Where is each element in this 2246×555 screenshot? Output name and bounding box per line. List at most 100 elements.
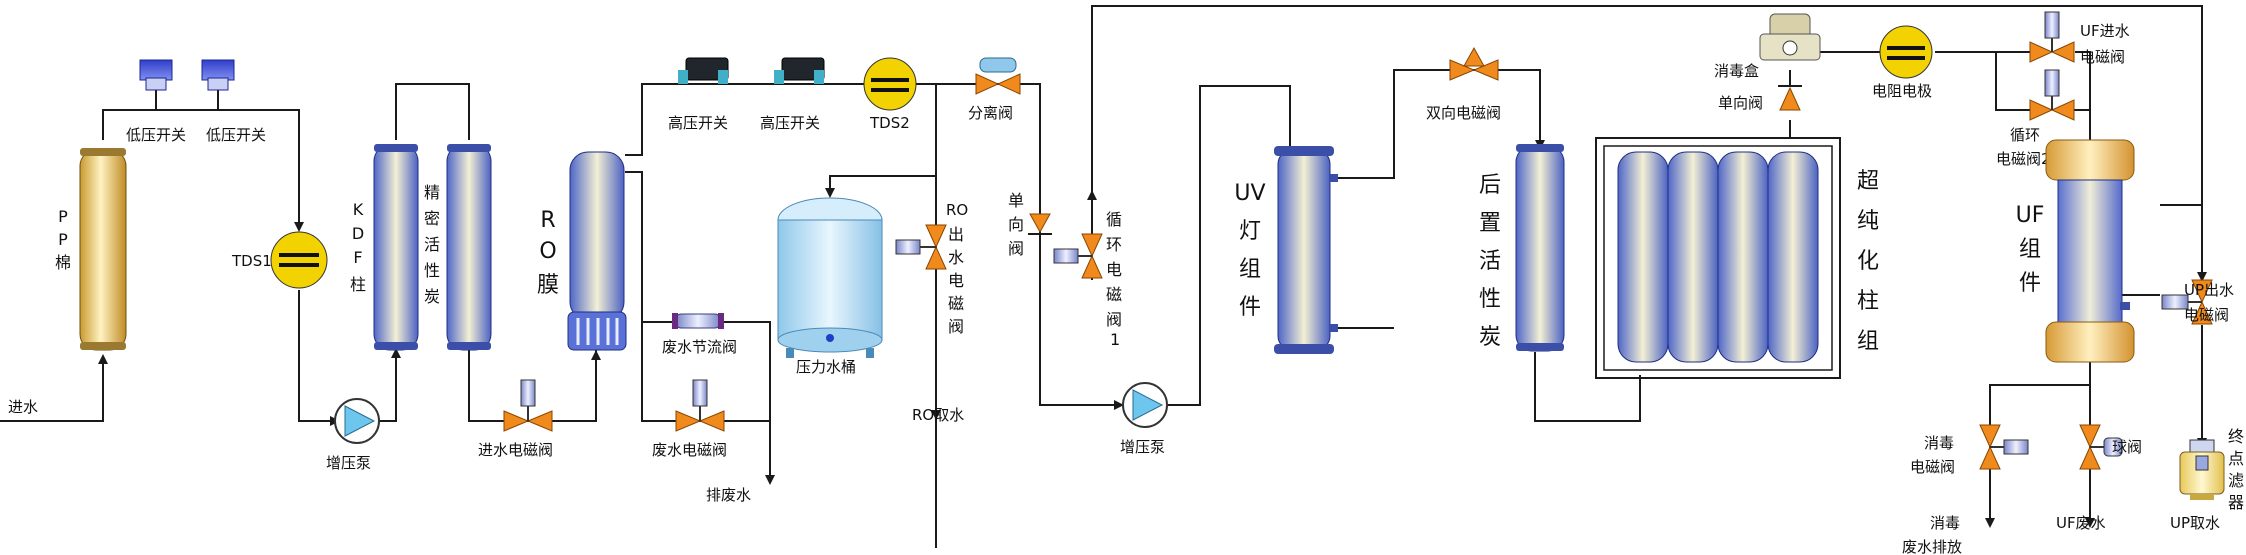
- circulation-solenoid-valve-1[interactable]: [1053, 233, 1103, 279]
- final-point-filter: [2179, 439, 2225, 500]
- inlet-solenoid-valve[interactable]: [503, 379, 553, 432]
- booster-pump-2-label: 增压泵: [1120, 438, 1165, 456]
- inlet-label: 进水: [8, 398, 38, 416]
- low-pressure-switch-1[interactable]: [139, 59, 173, 91]
- ro-outlet-valve-label: 电: [948, 271, 964, 290]
- check-valve-2-label: 单向阀: [1718, 94, 1763, 112]
- booster-pump-1[interactable]: [334, 398, 380, 444]
- kdf-label: F: [353, 248, 362, 267]
- disinfection-solenoid-valve[interactable]: [1979, 424, 2029, 470]
- final-filter-label: 终: [2228, 427, 2244, 446]
- resistance-electrode: [1879, 25, 1933, 79]
- ro-take-label: RO取水: [912, 406, 964, 424]
- uf-label: UF: [2016, 203, 2045, 228]
- ro-outlet-valve-label: 磁: [948, 294, 964, 313]
- post-carbon-label: 后: [1479, 173, 1501, 198]
- post-carbon-label: 活: [1479, 249, 1501, 274]
- kdf-filter: [373, 144, 419, 351]
- check-valve-2[interactable]: [1778, 85, 1802, 111]
- circ-valve-1-label: 阀: [1106, 310, 1122, 329]
- circ-valve-1-label: 循: [1106, 210, 1122, 229]
- ultra-label: 纯: [1857, 209, 1879, 234]
- carbon-label: 炭: [424, 287, 440, 306]
- final-filter-label: 器: [2228, 493, 2244, 512]
- waste-throttle-valve-label: 废水节流阀: [662, 338, 737, 356]
- high-pressure-switch-2-label: 高压开关: [760, 114, 820, 132]
- low-pressure-switch-2-label: 低压开关: [206, 126, 266, 144]
- booster-pump-1-label: 增压泵: [326, 454, 371, 472]
- disinfection-box-label: 消毒盒: [1714, 62, 1759, 80]
- ultrapure-column-group: [1595, 137, 1841, 379]
- check-valve-1[interactable]: [1028, 213, 1052, 235]
- ro-outlet-solenoid-valve[interactable]: [895, 224, 947, 270]
- ro-label: R: [540, 208, 555, 233]
- disinfect-drain-label: 消毒: [1930, 514, 1960, 532]
- tds2-sensor: [863, 57, 917, 111]
- post-carbon-label: 性: [1479, 287, 1501, 312]
- uf-inlet-valve-label: 电磁阀: [2080, 48, 2125, 66]
- separation-valve-label: 分离阀: [968, 104, 1013, 122]
- uf-inlet-solenoid-valve[interactable]: [2029, 11, 2075, 63]
- up-outlet-valve-label: 电磁阀: [2184, 306, 2229, 324]
- final-filter-label: 点: [2228, 449, 2244, 468]
- low-pressure-switch-2[interactable]: [201, 59, 235, 91]
- ro-outlet-valve-label: RO: [946, 201, 968, 219]
- check-valve-1-label: 单: [1008, 191, 1024, 210]
- bidirectional-solenoid-valve[interactable]: [1449, 46, 1499, 81]
- high-pressure-switch-1[interactable]: [678, 57, 729, 84]
- up-outlet-solenoid-valve[interactable]: [2161, 279, 2213, 325]
- uf-waste-label: UF废水: [2056, 514, 2106, 532]
- low-pressure-switch-1-label: 低压开关: [126, 126, 186, 144]
- drain-label: 排废水: [706, 486, 751, 504]
- uf-label: 组: [2019, 237, 2041, 262]
- ultra-label: 组: [1857, 329, 1879, 354]
- uf-label: 件: [2019, 271, 2041, 296]
- resistance-electrode-label: 电阻电极: [1872, 82, 1932, 100]
- bidirectional-valve-label: 双向电磁阀: [1426, 104, 1501, 122]
- waste-throttle-valve[interactable]: [672, 313, 724, 329]
- uv-label: 组: [1239, 257, 1261, 282]
- disinfection-box[interactable]: [1759, 13, 1821, 61]
- post-carbon-label: 置: [1479, 211, 1501, 236]
- pp-label: 棉: [55, 253, 71, 272]
- post-carbon-filter: [1515, 144, 1565, 352]
- ro-label: O: [539, 239, 556, 264]
- check-valve-1-label: 向: [1008, 215, 1024, 234]
- disinfect-drain-label: 废水排放: [1902, 538, 1962, 555]
- circulation-solenoid-valve-2[interactable]: [2029, 69, 2075, 121]
- uf-inlet-valve-label: UF进水: [2080, 22, 2130, 40]
- disinfect-valve-label: 电磁阀: [1910, 458, 1955, 476]
- ball-valve[interactable]: [2079, 424, 2123, 470]
- pp-label: P: [58, 207, 68, 226]
- up-take-label: UP取水: [2170, 514, 2220, 532]
- booster-pump-2[interactable]: [1122, 382, 1168, 428]
- tds2-label: TDS2: [869, 114, 910, 132]
- high-pressure-switch-2[interactable]: [774, 57, 825, 84]
- tds1-sensor: [270, 231, 328, 289]
- circ-valve-2-label: 电磁阀2: [1996, 150, 2051, 168]
- ultra-label: 化: [1857, 249, 1879, 274]
- uv-label: 灯: [1239, 219, 1261, 244]
- ro-outlet-valve-label: 水: [948, 248, 964, 267]
- up-outlet-valve-label: UP出水: [2184, 281, 2234, 299]
- circ-valve-1-label: 电: [1106, 260, 1122, 279]
- ro-outlet-valve-label: 阀: [948, 317, 964, 336]
- pressure-tank-label: 压力水桶: [796, 358, 856, 376]
- pp-label: P: [58, 230, 68, 249]
- circ-valve-1-label: 磁: [1106, 285, 1122, 304]
- ro-label: 膜: [537, 273, 559, 298]
- pressure-tank: [777, 197, 883, 358]
- ball-valve-label: 球阀: [2112, 438, 2142, 456]
- ultra-label: 超: [1857, 169, 1879, 194]
- ultra-label: 柱: [1857, 289, 1879, 314]
- high-pressure-switch-1-label: 高压开关: [668, 114, 728, 132]
- waste-solenoid-valve[interactable]: [675, 379, 725, 432]
- separation-valve[interactable]: [975, 57, 1021, 95]
- waste-solenoid-valve-label: 废水电磁阀: [652, 441, 727, 459]
- kdf-label: K: [353, 200, 364, 219]
- post-carbon-label: 炭: [1479, 325, 1501, 350]
- circ-valve-1-label: 1: [1110, 330, 1120, 349]
- ro-membrane: [567, 151, 627, 351]
- ro-outlet-valve-label: 出: [948, 225, 964, 244]
- carbon-label: 精: [424, 183, 440, 202]
